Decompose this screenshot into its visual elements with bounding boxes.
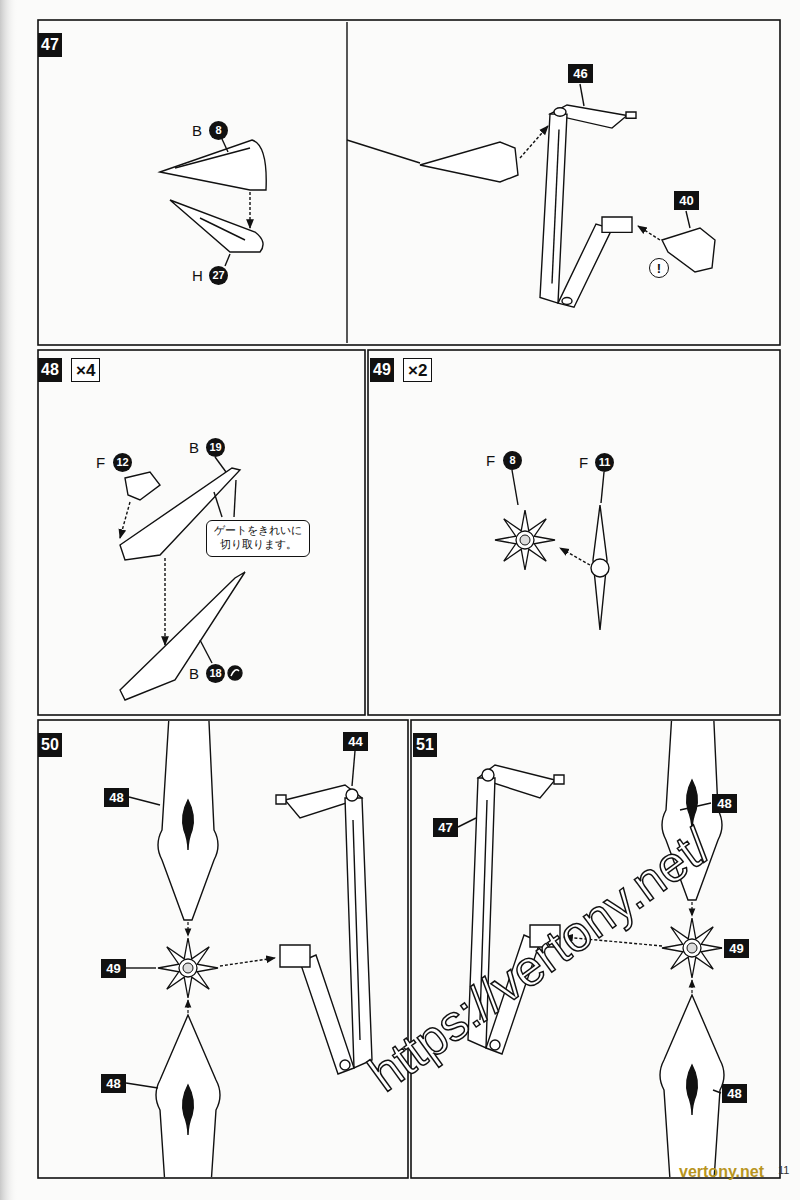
part-number: 27 [209, 266, 228, 285]
callout-number: 48 [104, 788, 129, 807]
runner-letter: F [579, 455, 588, 470]
part-number: 11 [595, 453, 614, 472]
quantity-box-text: ×4 [76, 362, 95, 379]
callout-number: 48 [722, 1084, 747, 1103]
part-number: 18 [206, 664, 225, 683]
callout-number: 48 [101, 1074, 126, 1093]
step-49-art [495, 470, 609, 630]
note-callout: ゲートをきれいに 切り取ります。 [206, 520, 310, 557]
callout-number-text: 44 [348, 735, 362, 748]
callout-number-text: 48 [109, 791, 123, 804]
step-number: 48 [38, 358, 62, 382]
runner-letter: H [192, 268, 203, 283]
part-number-text: 27 [212, 270, 224, 281]
step-48-art [120, 457, 245, 700]
site-logo: vertony.net [679, 1164, 764, 1180]
runner-letter: B [189, 666, 199, 681]
step-number-text: 51 [416, 737, 434, 753]
part-number: 19 [206, 438, 225, 457]
runner-letter: F [96, 455, 105, 470]
page-number: 11 [778, 1165, 789, 1176]
step-number: 50 [38, 733, 62, 757]
part-number-text: 12 [116, 457, 128, 468]
callout-number-text: 46 [573, 67, 587, 80]
step-number-text: 48 [41, 362, 59, 378]
callout-number: 44 [343, 732, 368, 751]
quantity-box: ×2 [403, 358, 432, 382]
part-number-text: 19 [209, 442, 221, 453]
part-number: 12 [113, 453, 132, 472]
callout-number-text: 49 [729, 942, 743, 955]
callout-number-text: 49 [106, 962, 120, 975]
part-number: 8 [209, 121, 228, 140]
caution-mark: ! [649, 258, 669, 278]
callout-number-text: 40 [679, 194, 693, 207]
callout-number-text: 47 [438, 821, 452, 834]
part-number-text: 11 [599, 457, 611, 468]
callout-number: 49 [724, 939, 749, 958]
step-47-art [160, 22, 715, 343]
callout-number: 40 [674, 191, 699, 210]
step-50-art [126, 700, 372, 1200]
part-number-text: 18 [209, 668, 221, 679]
panel-frames [38, 20, 780, 1178]
callout-number-text: 48 [106, 1077, 120, 1090]
quantity-box-text: ×2 [408, 362, 427, 379]
callout-number: 49 [101, 959, 126, 978]
step-number-text: 49 [373, 362, 391, 378]
runner-letter: B [192, 123, 202, 138]
step-number: 51 [413, 733, 437, 757]
part-number: 8 [503, 451, 522, 470]
caution-mark-text: ! [657, 262, 661, 275]
note-callout-text: ゲートをきれいに 切り取ります。 [212, 524, 304, 553]
step-number: 49 [370, 358, 394, 382]
callout-number-text: 48 [727, 1087, 741, 1100]
part-number-text: 8 [509, 455, 515, 466]
step-number-text: 50 [41, 737, 59, 753]
runner-letter: F [486, 453, 495, 468]
part-number-text: 8 [215, 125, 221, 136]
runner-letter: B [189, 440, 199, 455]
callout-number-text: 48 [717, 797, 731, 810]
step-number: 47 [38, 33, 62, 57]
callout-number: 47 [433, 818, 458, 837]
step-number-text: 47 [41, 37, 59, 53]
callout-number: 46 [568, 64, 593, 83]
callout-number: 48 [712, 794, 737, 813]
quantity-box: ×4 [71, 358, 100, 382]
